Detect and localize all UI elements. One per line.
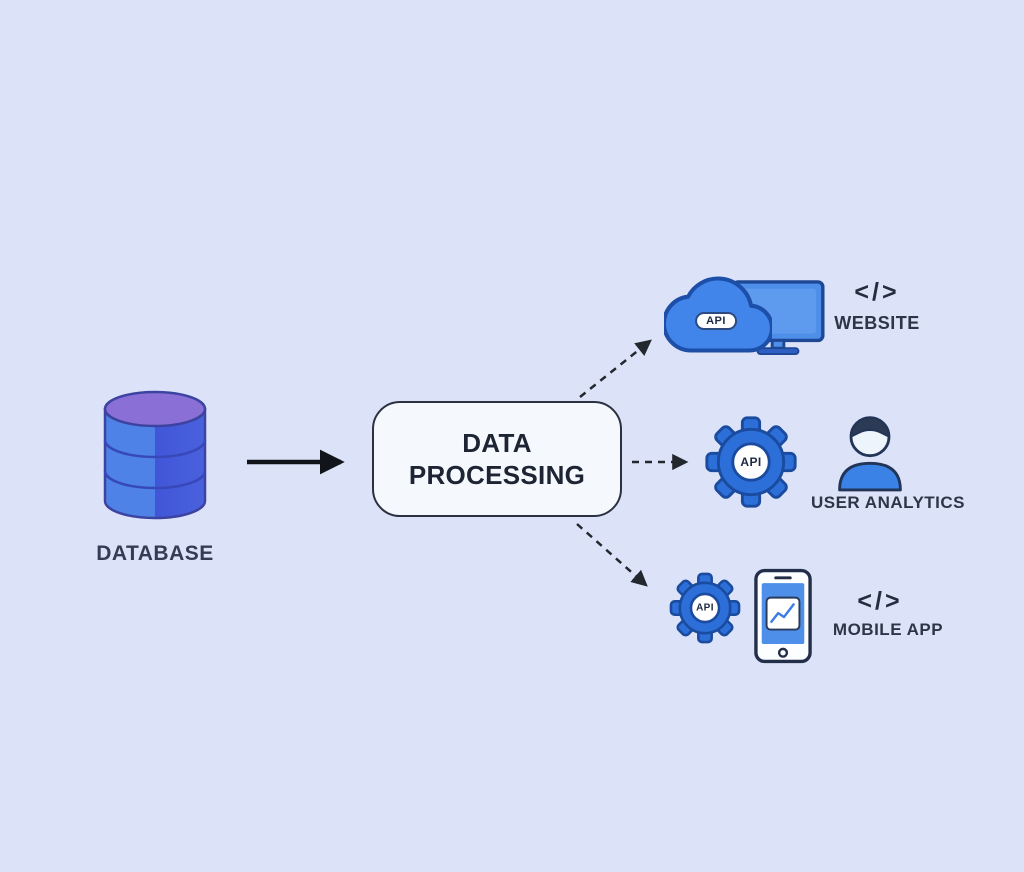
website-label: WEBSITE (834, 313, 920, 333)
arrow-processing-to-website (579, 339, 652, 398)
mobile-gear-icon (669, 572, 741, 644)
processing-label-line2: PROCESSING (408, 460, 586, 490)
processing-label-line1: DATA (462, 427, 532, 458)
database-label: DATABASE (96, 542, 214, 565)
analytics-api-badge: API (740, 455, 762, 469)
smartphone-icon (754, 568, 812, 664)
user-analytics-label: USER ANALYTICS (810, 493, 966, 512)
mobile-api-badge: API (696, 602, 714, 614)
website-api-badge: API (695, 312, 737, 330)
data-processing-node: DATA PROCESSING (372, 401, 622, 517)
user-icon (838, 416, 902, 492)
database-icon (103, 390, 207, 520)
arrow-processing-to-mobile (576, 523, 648, 587)
mobile-app-label: MOBILE APP (832, 620, 944, 639)
analytics-gear-icon (705, 416, 797, 508)
website-code-symbol: </> (854, 278, 900, 306)
mobile-code-symbol: </> (857, 587, 903, 615)
